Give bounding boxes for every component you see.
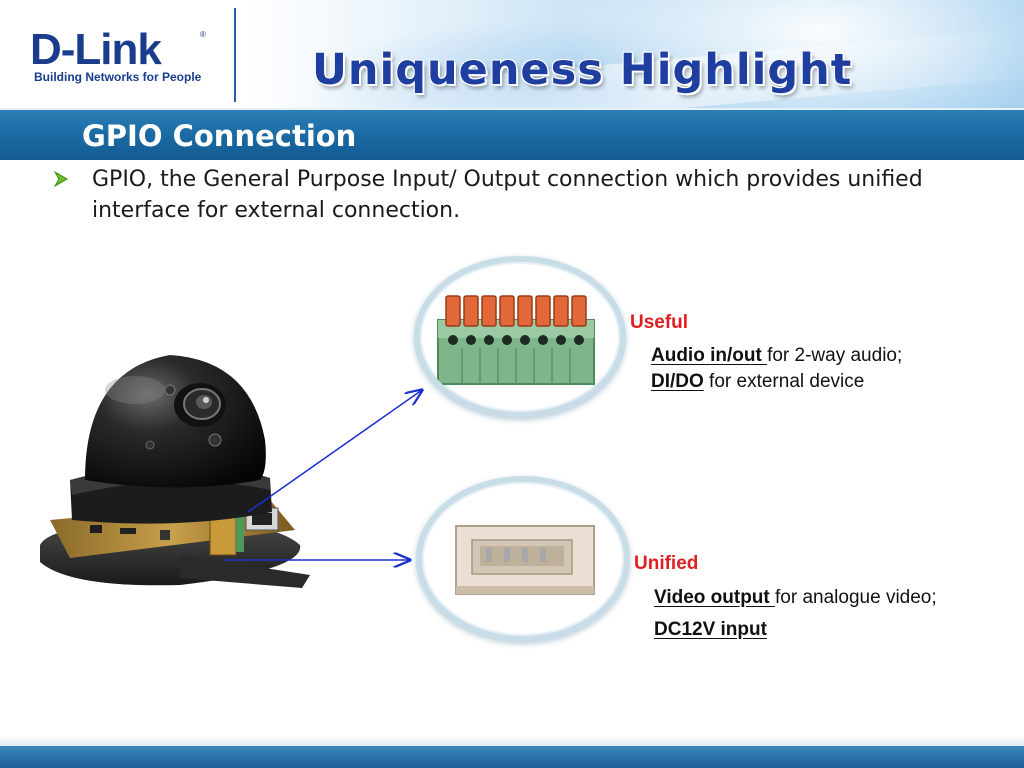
- pin-header-connector: [416, 476, 630, 642]
- dc12v-input-label: DC12V input: [654, 619, 767, 640]
- section-title: GPIO Connection: [82, 119, 357, 153]
- video-output-desc: for analogue video;: [775, 587, 937, 608]
- terminal-block-connector: [414, 256, 626, 418]
- video-output-label: Video output: [654, 587, 776, 608]
- registered-mark: ®: [200, 30, 206, 39]
- pin-header-image: [455, 525, 595, 595]
- audio-in-out-label: Audio in/out: [651, 345, 768, 366]
- footer-highlight: [0, 736, 1024, 748]
- logo-divider: [234, 8, 236, 102]
- video-spec-line: Video output for analogue video;: [654, 586, 937, 610]
- header-banner: D-Link ® Building Networks for People Un…: [0, 0, 1024, 108]
- dido-spec-line: DI/DO for external device: [651, 370, 864, 394]
- slide-title: Uniqueness Highlight: [312, 45, 853, 95]
- di-do-label: DI/DO: [651, 371, 704, 392]
- terminal-block-image: [437, 295, 595, 385]
- footer-bar: [0, 746, 1024, 768]
- useful-heading: Useful: [630, 312, 689, 333]
- dlink-logo: D-Link ® Building Networks for People: [30, 28, 220, 88]
- logo-tagline: Building Networks for People: [34, 70, 202, 84]
- unified-heading: Unified: [634, 553, 699, 574]
- bullet-text: GPIO, the General Purpose Input/ Output …: [92, 167, 923, 223]
- di-do-desc: for external device: [703, 371, 865, 392]
- dc-spec-line: DC12V input: [654, 618, 767, 642]
- arrow-bullet-icon: [54, 171, 68, 187]
- section-bar: GPIO Connection: [0, 108, 1024, 160]
- audio-in-out-desc: for 2-way audio;: [767, 345, 903, 366]
- logo-word: D-Link: [30, 25, 162, 74]
- audio-spec-line: Audio in/out for 2-way audio;: [651, 344, 902, 368]
- dome-camera-image: [40, 355, 310, 588]
